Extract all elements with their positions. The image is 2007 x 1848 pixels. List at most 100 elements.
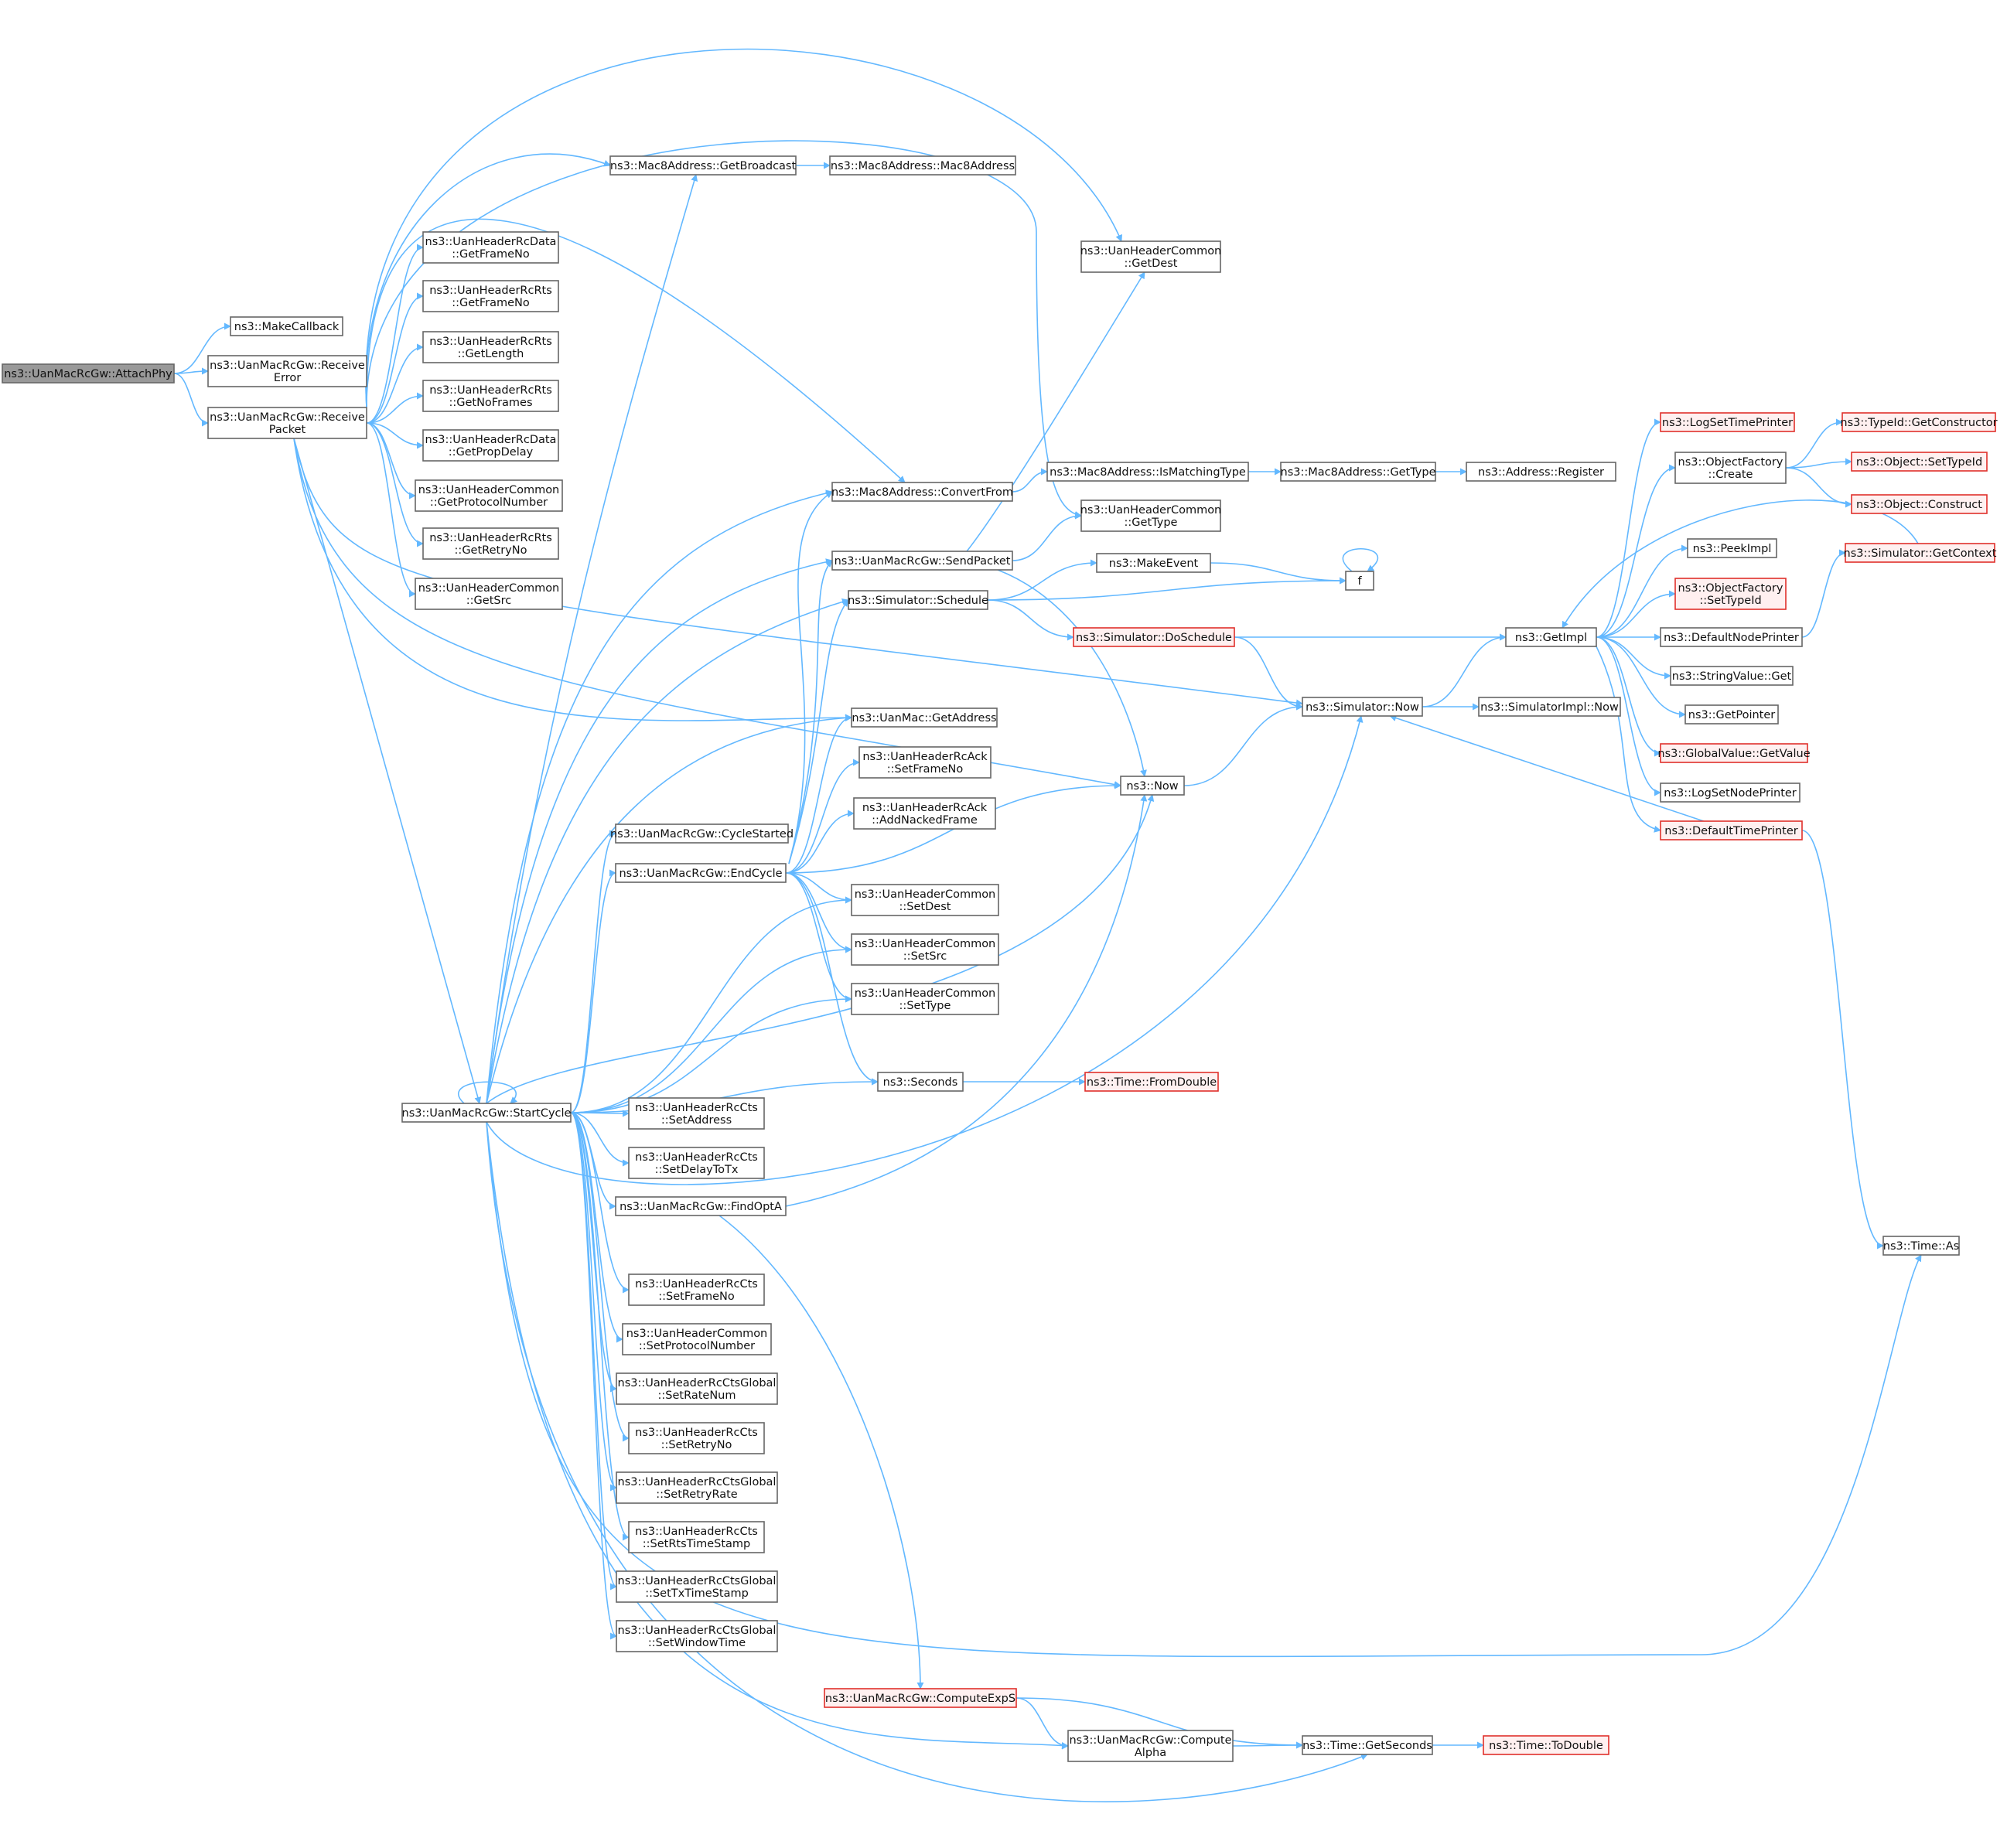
edge-getcontext-to-getimpl bbox=[1562, 500, 1919, 629]
node-seconds[interactable]: ns3::Seconds bbox=[877, 1072, 964, 1092]
node-findopta[interactable]: ns3::UanMacRcGw::FindOptA bbox=[615, 1196, 787, 1216]
node-getbroadcast[interactable]: ns3::Mac8Address::GetBroadcast bbox=[609, 155, 797, 176]
node-ctsglobal_setwindowtime[interactable]: ns3::UanHeaderRcCtsGlobal::SetWindowTime bbox=[616, 1620, 778, 1652]
node-now[interactable]: ns3::Now bbox=[1120, 776, 1185, 796]
node-makecallback[interactable]: ns3::MakeCallback bbox=[230, 316, 343, 336]
node-box bbox=[207, 355, 367, 387]
node-rcack_setframeno[interactable]: ns3::UanHeaderRcAck::SetFrameNo bbox=[858, 746, 992, 779]
node-box bbox=[628, 1097, 765, 1130]
node-label: ::GetFrameNo bbox=[452, 297, 530, 309]
node-getdest[interactable]: ns3::UanHeaderCommon::GetDest bbox=[1080, 240, 1222, 273]
node-rccts_setaddress[interactable]: ns3::UanHeaderRcCts::SetAddress bbox=[628, 1097, 765, 1130]
edge-endcycle-to-convertfrom bbox=[788, 491, 833, 864]
node-rccts_setdelaytotx[interactable]: ns3::UanHeaderRcCts::SetDelayToTx bbox=[628, 1147, 765, 1179]
node-doschedule[interactable]: ns3::Simulator::DoSchedule bbox=[1073, 627, 1235, 647]
node-box bbox=[615, 863, 787, 883]
node-common_setdest[interactable]: ns3::UanHeaderCommon::SetDest bbox=[851, 884, 999, 916]
node-label: ::SetTxTimeStamp bbox=[645, 1587, 749, 1600]
node-box bbox=[1660, 412, 1795, 432]
node-getseconds[interactable]: ns3::Time::GetSeconds bbox=[1302, 1735, 1433, 1755]
node-common_setprotocolnumber[interactable]: ns3::UanHeaderCommon::SetProtocolNumber bbox=[622, 1323, 772, 1355]
node-ctsglobal_settxtimestamp[interactable]: ns3::UanHeaderRcCtsGlobal::SetTxTimeStam… bbox=[616, 1570, 778, 1603]
node-sendpacket[interactable]: ns3::UanMacRcGw::SendPacket bbox=[831, 551, 1013, 571]
edge-startcycle-to-common_setdest bbox=[570, 896, 852, 1113]
node-getcontext[interactable]: ns3::Simulator::GetContext bbox=[1844, 543, 1997, 563]
node-object_settypeid[interactable]: ns3::Object::SetTypeId bbox=[1851, 452, 1988, 472]
node-objfactory_create[interactable]: ns3::ObjectFactory::Create bbox=[1674, 452, 1787, 484]
node-convertfrom[interactable]: ns3::Mac8Address::ConvertFrom bbox=[831, 482, 1013, 502]
node-globalvalue_getvalue[interactable]: ns3::GlobalValue::GetValue bbox=[1657, 743, 1811, 763]
node-stringvalue_get[interactable]: ns3::StringValue::Get bbox=[1670, 666, 1794, 686]
node-label: ns3::Mac8Address::ConvertFrom bbox=[831, 486, 1013, 499]
node-rcdata_getframeno[interactable]: ns3::UanHeaderRcData::GetFrameNo bbox=[422, 231, 559, 264]
node-mac8gettype[interactable]: ns3::Mac8Address::GetType bbox=[1280, 462, 1436, 482]
node-box bbox=[851, 707, 998, 728]
node-getpointer[interactable]: ns3::GetPointer bbox=[1684, 704, 1779, 725]
node-computeexps[interactable]: ns3::UanMacRcGw::ComputeExpS bbox=[824, 1688, 1017, 1708]
node-logsettimeprinter[interactable]: ns3::LogSetTimePrinter bbox=[1660, 412, 1795, 432]
node-rcrts_getframeno[interactable]: ns3::UanHeaderRcRts::GetFrameNo bbox=[422, 280, 559, 312]
node-attachphy[interactable]: ns3::UanMacRcGw::AttachPhy bbox=[2, 363, 175, 384]
node-timeas[interactable]: ns3::Time::As bbox=[1882, 1236, 1960, 1256]
node-objfactory_settypeid[interactable]: ns3::ObjectFactory::SetTypeId bbox=[1674, 578, 1787, 610]
node-defaulttimeprinter[interactable]: ns3::DefaultTimePrinter bbox=[1660, 820, 1803, 840]
node-makeevent[interactable]: ns3::MakeEvent bbox=[1096, 553, 1211, 573]
node-ctsglobal_setratenum[interactable]: ns3::UanHeaderRcCtsGlobal::SetRateNum bbox=[616, 1372, 778, 1405]
node-box bbox=[1845, 543, 1995, 563]
node-box bbox=[615, 823, 789, 844]
node-mac8ctor[interactable]: ns3::Mac8Address::Mac8Address bbox=[829, 155, 1016, 176]
node-label: ns3::Simulator::GetContext bbox=[1844, 547, 1997, 560]
node-box bbox=[1684, 704, 1779, 725]
node-logsetnodeprinter[interactable]: ns3::LogSetNodePrinter bbox=[1660, 783, 1800, 803]
node-common_gettype[interactable]: ns3::UanHeaderCommon::GetType bbox=[1080, 500, 1222, 532]
node-label: ns3::UanHeaderRcData bbox=[425, 236, 557, 248]
node-simimplnow[interactable]: ns3::SimulatorImpl::Now bbox=[1478, 697, 1621, 717]
node-rcack_addnackedframe[interactable]: ns3::UanHeaderRcAck::AddNackedFrame bbox=[853, 797, 996, 830]
node-box bbox=[207, 407, 367, 439]
node-label: ns3::StringValue::Get bbox=[1672, 670, 1792, 683]
node-rccts_setrtstimestamp[interactable]: ns3::UanHeaderRcCts::SetRtsTimeStamp bbox=[628, 1521, 765, 1553]
node-label: ::SetFrameNo bbox=[658, 1291, 735, 1303]
node-fromdouble[interactable]: ns3::Time::FromDouble bbox=[1084, 1072, 1219, 1092]
edge-defaulttimeprinter-to-simnow bbox=[1389, 714, 1704, 822]
node-rcrts_getnoframes[interactable]: ns3::UanHeaderRcRts::GetNoFrames bbox=[422, 380, 559, 412]
node-label: ns3::MakeEvent bbox=[1109, 557, 1199, 570]
node-common_getprotocolnumber[interactable]: ns3::UanHeaderCommon::GetProtocolNumber bbox=[415, 479, 563, 512]
node-ismatchingtype[interactable]: ns3::Mac8Address::IsMatchingType bbox=[1046, 462, 1249, 482]
node-label: ns3::UanHeaderRcCtsGlobal bbox=[618, 1575, 777, 1587]
node-rccts_setretryno[interactable]: ns3::UanHeaderRcCts::SetRetryNo bbox=[628, 1422, 765, 1454]
node-box bbox=[422, 429, 559, 462]
node-rcrts_getlength[interactable]: ns3::UanHeaderRcRts::GetLength bbox=[422, 331, 559, 363]
node-common_getsrc[interactable]: ns3::UanHeaderCommon::GetSrc bbox=[415, 578, 563, 610]
node-box bbox=[1120, 776, 1185, 796]
node-startcycle[interactable]: ns3::UanMacRcGw::StartCycle bbox=[401, 1103, 572, 1123]
node-box bbox=[1505, 627, 1597, 647]
node-addressregister[interactable]: ns3::Address::Register bbox=[1466, 462, 1616, 482]
node-uanmac_getaddress[interactable]: ns3::UanMac::GetAddress bbox=[851, 707, 998, 728]
node-cyclestarted[interactable]: ns3::UanMacRcGw::CycleStarted bbox=[610, 823, 794, 844]
node-typeid_getconstructor[interactable]: ns3::TypeId::GetConstructor bbox=[1840, 412, 1998, 432]
node-label: ns3::Address::Register bbox=[1478, 466, 1604, 479]
node-f[interactable]: f bbox=[1345, 571, 1374, 591]
node-simnow[interactable]: ns3::Simulator::Now bbox=[1302, 697, 1423, 717]
node-defaultnodeprinter[interactable]: ns3::DefaultNodePrinter bbox=[1660, 627, 1803, 647]
node-endcycle[interactable]: ns3::UanMacRcGw::EndCycle bbox=[615, 863, 787, 883]
node-peekimpl[interactable]: ns3::PeekImpl bbox=[1687, 538, 1777, 558]
edge-getimpl-to-getpointer bbox=[1596, 636, 1686, 718]
node-ctsglobal_setretryrate[interactable]: ns3::UanHeaderRcCtsGlobal::SetRetryRate bbox=[616, 1471, 778, 1504]
node-rccts_setframeno[interactable]: ns3::UanHeaderRcCts::SetFrameNo bbox=[628, 1273, 765, 1306]
node-rcdata_getpropdelay[interactable]: ns3::UanHeaderRcData::GetPropDelay bbox=[422, 429, 559, 462]
node-common_setsrc[interactable]: ns3::UanHeaderCommon::SetSrc bbox=[851, 933, 999, 966]
node-label: ns3::UanHeaderCommon bbox=[855, 987, 996, 1000]
node-schedule[interactable]: ns3::Simulator::Schedule bbox=[848, 590, 988, 610]
node-object_construct[interactable]: ns3::Object::Construct bbox=[1851, 494, 1988, 514]
node-label: ns3::UanHeaderRcRts bbox=[429, 336, 552, 348]
node-common_settype[interactable]: ns3::UanHeaderCommon::SetType bbox=[851, 983, 999, 1015]
node-rcrts_getretryno[interactable]: ns3::UanHeaderRcRts::GetRetryNo bbox=[422, 527, 559, 560]
edge-receivepacket-to-common_getsrc bbox=[366, 422, 416, 598]
node-getimpl[interactable]: ns3::GetImpl bbox=[1505, 627, 1597, 647]
node-todouble[interactable]: ns3::Time::ToDouble bbox=[1483, 1735, 1609, 1755]
